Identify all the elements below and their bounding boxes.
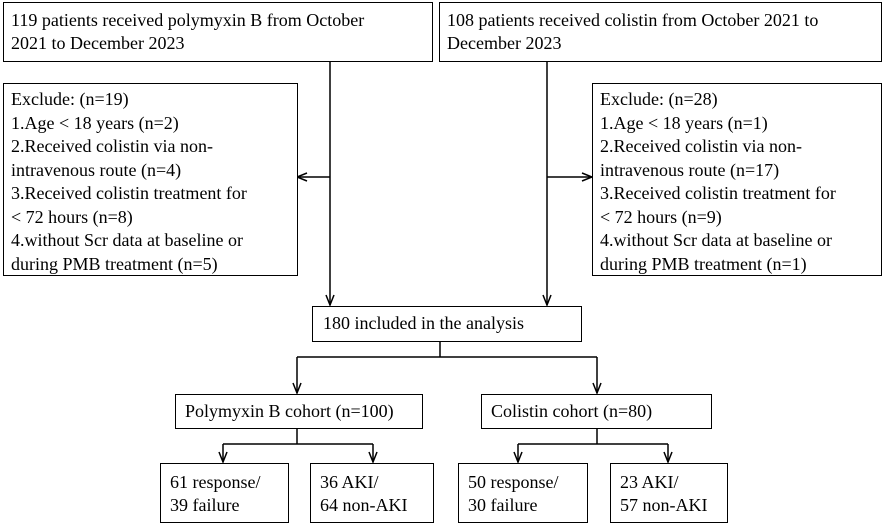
box-line: 1.Age < 18 years (n=2) bbox=[11, 112, 179, 133]
box-line: 4.without Scr data at baseline or bbox=[11, 230, 243, 250]
box-line: < 72 hours (n=8) bbox=[11, 206, 133, 227]
box-line: Exclude: (n=19) bbox=[11, 89, 129, 109]
box-line: intravenous route (n=4) bbox=[11, 159, 182, 180]
box-line: 30 failure bbox=[468, 495, 538, 515]
box-line: 61 response/ bbox=[170, 472, 261, 492]
box-line: 2.Received colistin via non- bbox=[11, 136, 213, 156]
box-line: 23 AKI/ bbox=[620, 472, 679, 492]
box-line: Colistin cohort (n=80) bbox=[491, 401, 653, 421]
box-line: 3.Received colistin treatment for bbox=[11, 183, 247, 203]
box-line: 108 patients received colistin from Octo… bbox=[447, 10, 819, 30]
polymyxin-cohort-box: Polymyxin B cohort (n=100) bbox=[175, 394, 423, 429]
box-line: 180 included in the analysis bbox=[323, 313, 524, 333]
box-line: 39 failure bbox=[170, 495, 240, 515]
box-line: 50 response/ bbox=[468, 472, 559, 492]
box-line: < 72 hours (n=9) bbox=[600, 206, 722, 227]
box-line: during PMB treatment (n=1) bbox=[600, 253, 807, 274]
source-colistin-box: 108 patients received colistin from Octo… bbox=[439, 2, 882, 62]
box-line: during PMB treatment (n=5) bbox=[11, 253, 218, 274]
box-line: 4.without Scr data at baseline or bbox=[600, 230, 832, 250]
pmb-response-box: 61 response/ 39 failure bbox=[160, 463, 289, 523]
exclude-polymyxin-box: Exclude: (n=19) 1.Age < 18 years (n=2) 2… bbox=[3, 83, 298, 276]
box-line: 2021 to December 2023 bbox=[11, 33, 185, 53]
box-line: 2.Received colistin via non- bbox=[600, 136, 802, 156]
box-line: Polymyxin B cohort (n=100) bbox=[185, 401, 394, 421]
col-response-box: 50 response/ 30 failure bbox=[458, 463, 588, 523]
box-line: 36 AKI/ bbox=[320, 472, 379, 492]
pmb-aki-box: 36 AKI/ 64 non-AKI bbox=[310, 463, 434, 523]
box-line: 64 non-AKI bbox=[320, 495, 408, 515]
box-line: December 2023 bbox=[447, 33, 562, 53]
box-line: Exclude: (n=28) bbox=[600, 89, 718, 109]
col-aki-box: 23 AKI/ 57 non-AKI bbox=[610, 463, 728, 523]
box-line: 119 patients received polymyxin B from O… bbox=[11, 10, 365, 30]
box-line: 57 non-AKI bbox=[620, 495, 708, 515]
box-line: 3.Received colistin treatment for bbox=[600, 183, 836, 203]
source-polymyxin-box: 119 patients received polymyxin B from O… bbox=[3, 2, 433, 62]
colistin-cohort-box: Colistin cohort (n=80) bbox=[481, 394, 712, 429]
exclude-colistin-box: Exclude: (n=28) 1.Age < 18 years (n=1) 2… bbox=[592, 83, 882, 276]
box-line: intravenous route (n=17) bbox=[600, 159, 780, 180]
box-line: 1.Age < 18 years (n=1) bbox=[600, 112, 768, 133]
included-box: 180 included in the analysis bbox=[312, 306, 582, 342]
